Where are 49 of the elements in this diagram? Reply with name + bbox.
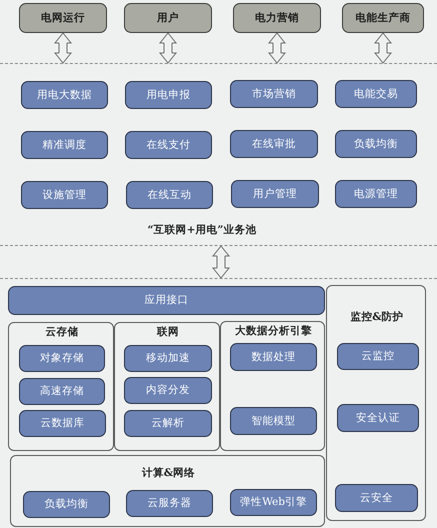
group-panel	[114, 322, 220, 451]
service-box: 移动加速	[124, 345, 212, 372]
service-box: 高速存储	[19, 378, 105, 405]
service-box: 用户管理	[231, 180, 319, 208]
group-title: 监控&防护	[350, 311, 404, 324]
service-box: 智能模型	[230, 407, 317, 435]
service-box: 设施管理	[21, 181, 108, 209]
group-title: 联网	[157, 326, 179, 339]
double-arrow	[160, 32, 176, 64]
service-box: 在线审批	[230, 130, 318, 158]
stakeholder-box: 电力营销	[233, 3, 321, 33]
service-box: 应用接口	[8, 286, 325, 315]
service-box: 云数据库	[19, 410, 106, 437]
service-box: 电源管理	[335, 180, 417, 208]
platform-region	[0, 278, 437, 528]
service-box: 负载均衡	[335, 130, 417, 158]
double-arrow	[54, 32, 72, 64]
service-box: 电能交易	[335, 80, 417, 108]
service-box: 弹性Web引擎	[230, 489, 317, 516]
service-box: 安全认证	[337, 404, 419, 432]
service-box: 用电大数据	[21, 81, 108, 109]
group-panel	[8, 322, 114, 451]
service-box: 对象存储	[19, 345, 105, 372]
service-box: 云安全	[335, 484, 418, 512]
double-arrow	[268, 32, 286, 64]
business-pool-band	[0, 63, 437, 246]
group-title: 云存储	[46, 326, 78, 339]
service-box: 在线支付	[125, 131, 212, 159]
service-box: 精准调度	[21, 131, 108, 159]
double-arrow	[374, 32, 392, 64]
service-box: 云解析	[124, 410, 212, 437]
double-arrow	[212, 246, 230, 278]
service-box: 用电申报	[125, 81, 212, 109]
group-panel	[326, 285, 426, 521]
stakeholder-box: 电网运行	[19, 3, 107, 33]
stakeholder-box: 电能生产商	[342, 3, 424, 33]
service-box: 云监控	[337, 343, 419, 370]
service-box: 数据处理	[230, 343, 317, 371]
service-box: 云服务器	[126, 490, 213, 517]
service-box: 内容分发	[124, 377, 212, 404]
service-box: 市场营销	[230, 80, 318, 108]
band-title: “互联网+用电”业务池	[148, 224, 256, 237]
group-title: 大数据分析引擎	[235, 325, 312, 338]
service-box: 在线互动	[126, 181, 213, 209]
group-panel	[220, 321, 325, 451]
stakeholder-box: 用户	[124, 3, 212, 33]
service-box: 负载均衡	[23, 491, 110, 518]
group-panel	[10, 455, 325, 527]
group-title: 计算&网络	[142, 467, 196, 480]
